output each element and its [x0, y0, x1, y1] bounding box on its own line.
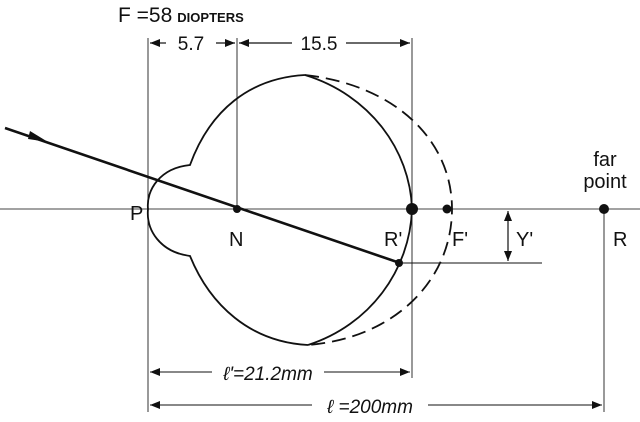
label-n: N — [229, 229, 243, 251]
label-15-5: 15.5 — [301, 34, 338, 55]
ray-arrow-icon — [28, 131, 48, 142]
label-5-7: 5.7 — [178, 34, 204, 55]
image-point-dot — [395, 259, 403, 267]
label-y-prime: Y' — [516, 229, 533, 251]
label-point: point — [583, 171, 627, 193]
label-f-prime: F' — [452, 229, 468, 251]
point-r-dot — [599, 204, 609, 214]
label-far: far — [593, 149, 617, 171]
label-r: R — [613, 229, 627, 251]
eye-outline — [147, 74, 309, 346]
point-r-prime-dot — [406, 203, 418, 215]
light-ray — [4, 126, 401, 265]
label-p: P — [130, 203, 143, 225]
point-n-dot — [233, 205, 241, 213]
label-l: ℓ =200mm — [326, 397, 413, 418]
label-l-prime: ℓ'=21.2mm — [222, 364, 313, 385]
point-f-prime-dot — [442, 204, 452, 214]
retina-arc — [304, 74, 413, 346]
dashed-elongated-eye — [304, 74, 453, 346]
label-r-prime: R' — [384, 229, 402, 251]
